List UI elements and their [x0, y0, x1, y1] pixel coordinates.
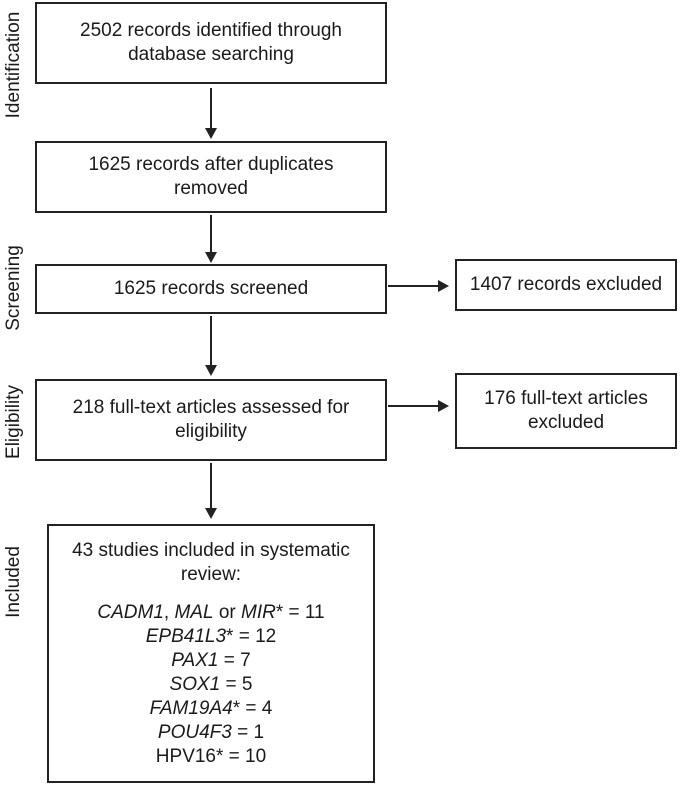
screened-box: 1625 records screened: [35, 264, 387, 314]
arrow-shaft-excluded-records: [388, 285, 438, 287]
stage-label-identification: Identification: [3, 11, 24, 119]
excluded-articles-line-1: 176 full-text articles: [484, 388, 648, 409]
after-duplicates-line-1: 1625 records after duplicates: [88, 154, 334, 175]
result-text: or: [213, 601, 241, 623]
after-duplicates-box: 1625 records after duplicates removed: [35, 141, 387, 213]
arrow-shaft-3: [210, 316, 212, 366]
excluded-records-text: 1407 records excluded: [469, 274, 663, 295]
arrow-shaft-excluded-articles: [388, 405, 438, 407]
arrow-head-4: [205, 508, 217, 519]
excluded-articles-line-2: excluded: [527, 412, 605, 433]
result-line: HPV16* = 10: [97, 745, 324, 769]
arrow-head-2: [205, 252, 217, 263]
assessed-line-2: eligibility: [175, 421, 247, 442]
result-text: = 1: [231, 721, 265, 743]
gene-name: SOX1: [169, 673, 221, 695]
assessed-box: 218 full-text articles assessed for elig…: [35, 379, 387, 461]
result-line: CADM1, MAL or MIR* = 11: [97, 601, 324, 625]
gene-name: PAX1: [171, 649, 219, 671]
gene-name: CADM1: [97, 601, 164, 623]
result-text: * = 12: [226, 625, 277, 647]
identified-records-box: 2502 records identified through database…: [35, 2, 387, 84]
gene-name: FAM19A4: [149, 697, 233, 719]
identified-line-1: 2502 records identified through: [80, 20, 342, 41]
after-duplicates-line-2: removed: [174, 178, 248, 199]
arrow-shaft-2: [210, 215, 212, 253]
stage-label-screening: Screening: [3, 245, 24, 331]
result-text: * = 11: [275, 601, 325, 623]
included-heading-line-1: 43 studies included in systematic: [72, 539, 350, 561]
result-text: ,: [163, 601, 175, 623]
excluded-records-box: 1407 records excluded: [455, 259, 677, 311]
arrow-head-excluded-articles: [438, 400, 449, 412]
result-line: FAM19A4* = 4: [97, 697, 324, 721]
arrow-shaft-4: [210, 463, 212, 509]
result-line: PAX1 = 7: [97, 649, 324, 673]
arrow-shaft-1: [210, 88, 212, 128]
result-text: = 7: [218, 649, 251, 671]
included-studies-box: 43 studies included in systematic review…: [47, 524, 375, 783]
excluded-articles-box: 176 full-text articles excluded: [455, 373, 677, 449]
result-line: SOX1 = 5: [97, 673, 324, 697]
identified-line-2: database searching: [128, 44, 294, 65]
screened-text: 1625 records screened: [113, 278, 309, 299]
stage-label-eligibility: Eligibility: [3, 385, 24, 459]
arrow-head-1: [205, 128, 217, 139]
result-line: EPB41L3* = 12: [97, 625, 324, 649]
gene-name: MAL: [174, 601, 214, 623]
arrow-head-excluded-records: [438, 280, 449, 292]
result-text: HPV16* = 10: [155, 745, 267, 767]
result-text: * = 4: [232, 697, 273, 719]
assessed-line-1: 218 full-text articles assessed for: [72, 397, 350, 418]
gene-name: MIR: [241, 601, 276, 623]
arrow-head-3: [205, 365, 217, 376]
gene-name: POU4F3: [157, 721, 232, 743]
included-heading-line-2: review:: [180, 563, 242, 585]
gene-name: EPB41L3: [145, 625, 227, 647]
result-line: POU4F3 = 1: [97, 721, 324, 745]
result-text: = 5: [220, 673, 253, 695]
stage-label-included: Included: [3, 546, 24, 618]
